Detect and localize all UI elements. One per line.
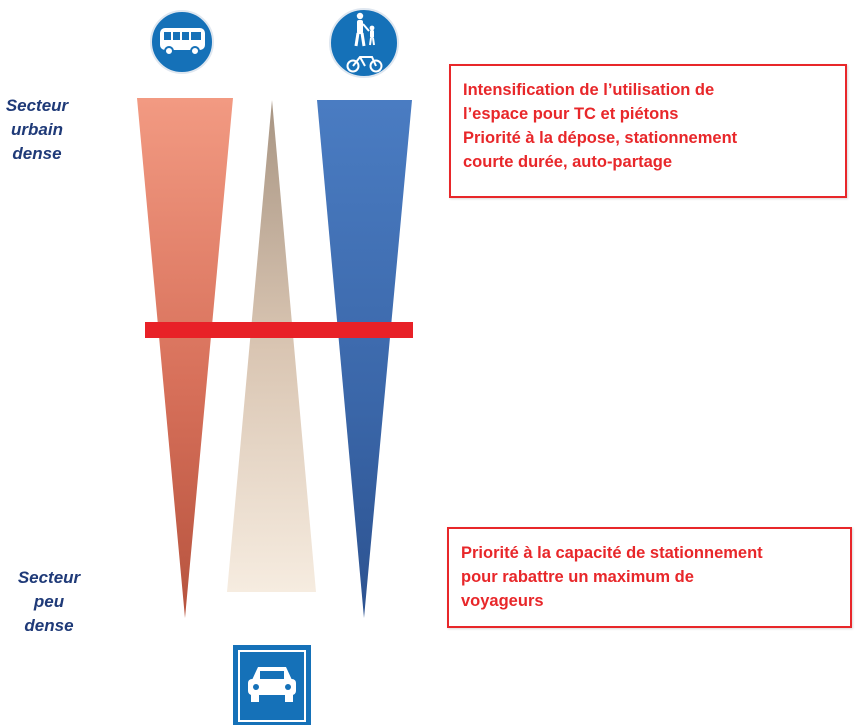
dense-sector-line-3: dense bbox=[12, 144, 62, 163]
sparse-sector-line-1: Secteur peu bbox=[17, 568, 81, 611]
pedestrian-bicycle-icon bbox=[329, 8, 399, 78]
dense-sector-line-1: Secteur bbox=[5, 96, 69, 115]
car-wedge bbox=[227, 100, 316, 592]
dense-priority-callout: Intensification de l’utilisation de l’es… bbox=[449, 64, 847, 198]
car-icon bbox=[233, 645, 311, 725]
callout-top-line-1: Intensification de l’utilisation de bbox=[463, 81, 715, 99]
callout-top-line-4: courte durée, auto-partage bbox=[463, 153, 673, 171]
sparse-sector-label: Secteur peu dense bbox=[6, 566, 92, 638]
callout-top-line-2: l’espace pour TC et piétons bbox=[463, 105, 679, 123]
callout-bottom-line-3: voyageurs bbox=[461, 592, 544, 610]
sparse-priority-callout: Priorité à la capacité de stationnement … bbox=[447, 527, 852, 628]
bus-icon bbox=[150, 10, 214, 74]
callout-bottom-line-1: Priorité à la capacité de stationnement bbox=[461, 544, 763, 562]
sparse-sector-line-2: dense bbox=[24, 616, 74, 635]
bus-wedge bbox=[137, 98, 233, 618]
callout-bottom-line-2: pour rabattre un maximum de bbox=[461, 568, 694, 586]
dense-sector-line-2: urbain bbox=[11, 120, 63, 139]
pedestrian-wedge bbox=[317, 100, 412, 618]
dense-sector-label: Secteur urbain dense bbox=[2, 94, 72, 166]
callout-top-line-3: Priorité à la dépose, stationnement bbox=[463, 129, 738, 147]
threshold-divider bbox=[145, 322, 413, 338]
